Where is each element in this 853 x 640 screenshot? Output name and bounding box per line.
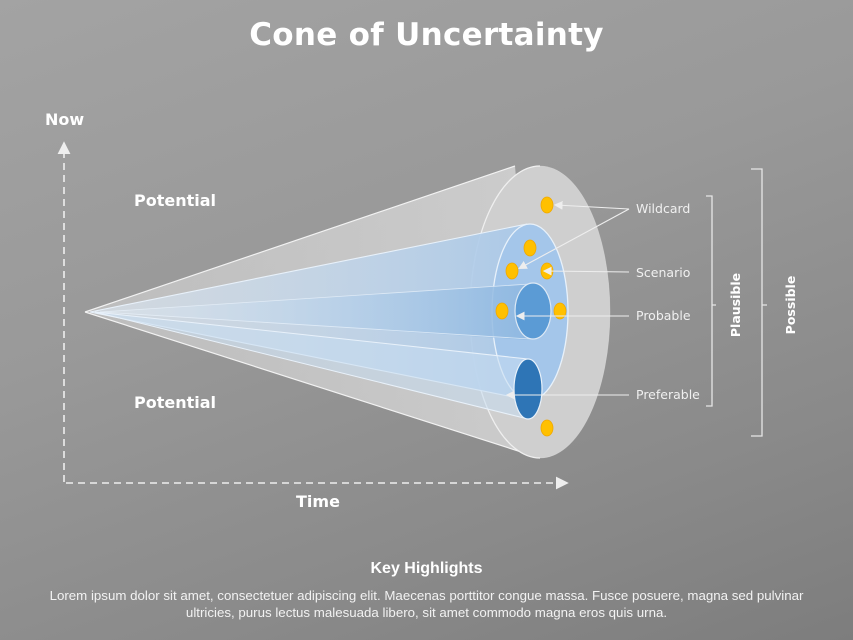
brackets	[706, 168, 767, 437]
now-axis-label: Now	[45, 110, 85, 129]
potential-upper-label: Potential	[134, 191, 217, 210]
plausible-bracket	[706, 195, 716, 407]
probable-cone	[99, 282, 552, 340]
preferable-ellipse	[513, 358, 543, 420]
probable-label: Probable	[636, 308, 691, 323]
key-highlights-title: Key Highlights	[370, 560, 483, 577]
wildcard-leader	[518, 208, 630, 270]
scenario-dot	[505, 262, 519, 280]
key-highlights-body: Lorem ipsum dolor sit amet, consectetuer…	[49, 588, 804, 620]
wildcard-dot	[540, 196, 554, 214]
scenario-label: Scenario	[636, 265, 691, 280]
scenario-dot	[523, 239, 537, 257]
preferable-label: Preferable	[636, 387, 700, 402]
potential-lower-label: Potential	[134, 393, 217, 412]
scenario-dot	[553, 302, 567, 320]
page-title: Cone of Uncertainty	[249, 17, 604, 53]
axes	[57, 141, 569, 490]
scenario-dot	[495, 302, 509, 320]
callout-lines	[505, 200, 630, 400]
time-axis-label: Time	[296, 492, 340, 511]
wildcard-label: Wildcard	[636, 201, 691, 216]
wildcard-leader	[553, 200, 630, 210]
preferable-tube	[94, 311, 543, 420]
scenario-leader	[542, 266, 630, 276]
possible-label: Possible	[783, 275, 798, 335]
possible-bracket	[751, 168, 767, 437]
probable-core	[514, 282, 552, 340]
wildcard-dot	[540, 419, 554, 437]
plausible-label: Plausible	[728, 272, 743, 338]
